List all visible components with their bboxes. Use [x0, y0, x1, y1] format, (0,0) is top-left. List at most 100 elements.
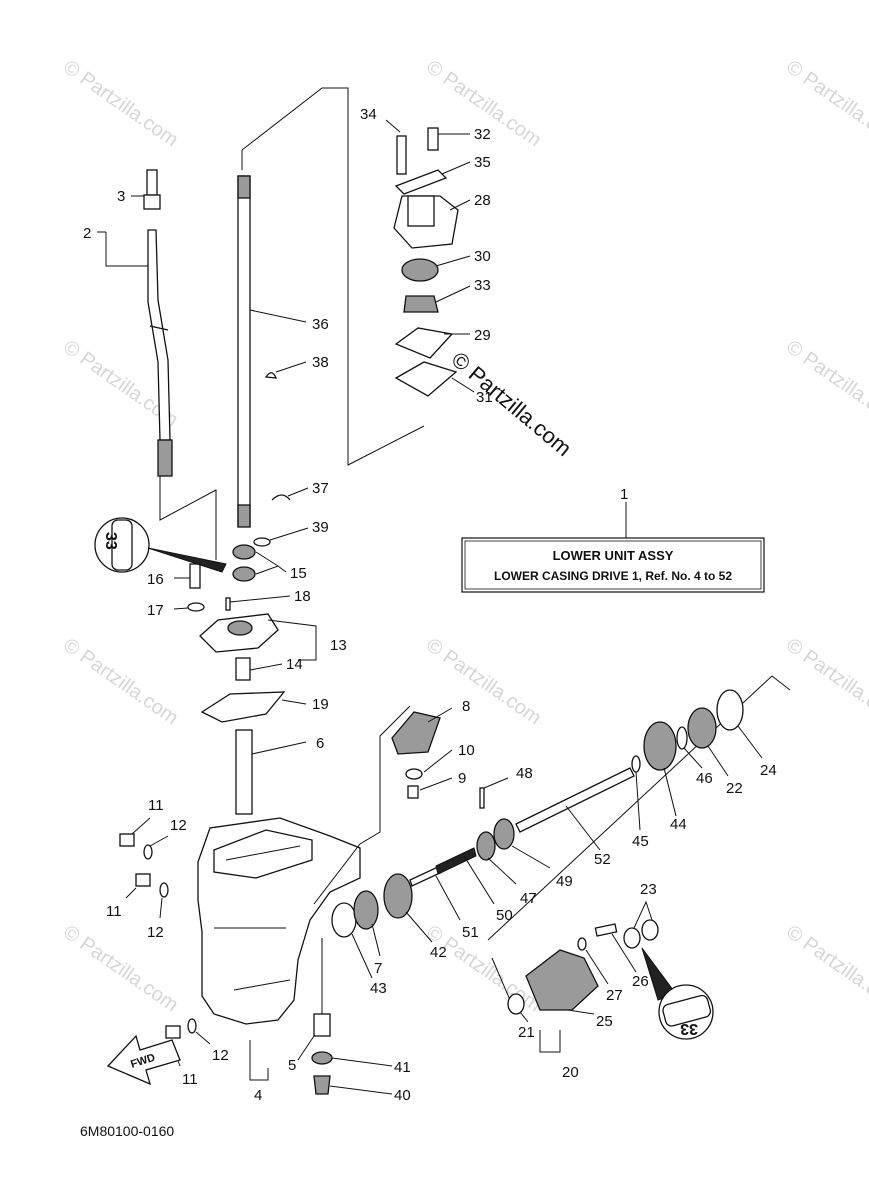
insert-30 [401, 258, 439, 282]
fwd-indicator: FWD [106, 1034, 181, 1086]
water-tube-group [235, 729, 307, 815]
gasket-41 [311, 1051, 333, 1065]
washer-27 [577, 937, 587, 951]
oil-seal-15b [232, 566, 256, 582]
callout-31: 31 [476, 389, 493, 406]
callout-41: 41 [394, 1059, 411, 1076]
pin-18 [225, 597, 231, 611]
callout-30: 30 [474, 248, 491, 265]
bearing-7 [353, 890, 379, 930]
lower-casing-group [197, 817, 361, 1025]
callout-18: 18 [294, 588, 311, 605]
plug-5 [313, 1013, 331, 1037]
watermark-10: © Partzilla.com [422, 921, 545, 1016]
bearing-housing-group [159, 476, 317, 723]
callout-44: 44 [670, 816, 687, 833]
callout-11a: 11 [148, 797, 164, 814]
plate-8 [391, 711, 441, 755]
callout-40: 40 [394, 1087, 411, 1104]
shim-46 [676, 726, 688, 750]
shift-plate-group [391, 707, 453, 799]
collar-23a [623, 927, 641, 949]
watermark-8: © Partzilla.com [782, 634, 869, 729]
gear-44 [643, 721, 677, 771]
sealant-marker-bottom: 33 [641, 947, 714, 1040]
plate-31 [394, 361, 458, 397]
washer-10 [405, 768, 423, 780]
washer-17 [187, 602, 205, 612]
callout-39: 39 [312, 519, 329, 536]
callout-38: 38 [312, 354, 329, 371]
callout-17: 17 [147, 602, 164, 619]
callout-29: 29 [474, 327, 491, 344]
callout-32: 32 [474, 126, 491, 143]
callout-7: 7 [374, 960, 382, 977]
water-pump-group [385, 119, 475, 397]
plate-35 [394, 169, 448, 195]
assembly-box: LOWER UNIT ASSY LOWER CASING DRIVE 1, Re… [461, 502, 765, 593]
bolt-34 [396, 135, 407, 175]
callout-15: 15 [290, 565, 307, 582]
callout-20: 20 [562, 1064, 579, 1081]
watermark-11: © Partzilla.com [782, 921, 869, 1016]
callout-16: 16 [147, 571, 164, 588]
bolt-26 [594, 923, 618, 937]
callout-37: 37 [312, 480, 329, 497]
diagram-code: 6M80100-0160 [80, 1123, 174, 1139]
sealant-marker-top: 33 [94, 517, 227, 573]
propeller-shaft-52 [515, 767, 635, 833]
callout-48: 48 [516, 765, 533, 782]
callout-34: 34 [360, 106, 377, 123]
gear-train-group [313, 675, 791, 979]
callout-47: 47 [520, 890, 537, 907]
circlip-37 [271, 494, 291, 501]
callout-24: 24 [760, 762, 777, 779]
callout-46: 46 [696, 770, 713, 787]
shaft-housing-group [491, 900, 659, 1053]
callout-12a: 12 [170, 817, 187, 834]
water-tube-6 [235, 729, 253, 815]
shift-rod-group [97, 169, 173, 477]
callout-27: 27 [606, 987, 623, 1004]
watermark-3: © Partzilla.com [782, 56, 869, 151]
callout-2: 2 [83, 225, 91, 242]
casing-fasteners [119, 817, 211, 1067]
callout-35: 35 [474, 154, 491, 171]
watermark-5: © Partzilla.com [782, 336, 869, 431]
callout-8: 8 [462, 698, 470, 715]
callout-19: 19 [312, 696, 329, 713]
watermark-foreground: © Partzilla.com [447, 347, 577, 461]
callout-43: 43 [370, 980, 387, 997]
callout-22: 22 [726, 780, 743, 797]
sealant-marker-label-bottom: 33 [680, 1020, 698, 1037]
gasket-29 [394, 327, 454, 359]
sleeve-14 [235, 657, 251, 681]
impeller-33 [403, 295, 439, 313]
callout-11c: 11 [182, 1071, 198, 1088]
callout-3: 3 [117, 188, 125, 205]
callout-49: 49 [556, 873, 573, 890]
washer-45 [631, 755, 641, 773]
clutch-47 [476, 831, 496, 861]
assembly-subtitle: LOWER CASING DRIVE 1, Ref. No. 4 to 52 [494, 569, 732, 583]
callout-5: 5 [288, 1057, 296, 1074]
callout-50: 50 [496, 907, 513, 924]
sealant-marker-label: 33 [102, 532, 119, 550]
shift-rod-bolt [146, 169, 158, 196]
bolt-16 [189, 563, 201, 589]
callout-21: 21 [518, 1024, 535, 1041]
callout-12c: 12 [212, 1047, 229, 1064]
drain-group [249, 938, 393, 1095]
clip-39 [253, 537, 271, 547]
o-ring-24 [716, 689, 744, 731]
callout-1: 1 [620, 486, 628, 503]
callout-51: 51 [462, 924, 479, 941]
callout-14: 14 [286, 656, 303, 673]
callout-52: 52 [594, 851, 611, 868]
gear-42 [383, 873, 413, 919]
watermark-layer: © Partzilla.com © Partzilla.com © Partzi… [59, 56, 869, 1016]
housing-25 [525, 949, 599, 1011]
drive-shaft [237, 175, 251, 527]
callout-28: 28 [474, 192, 491, 209]
